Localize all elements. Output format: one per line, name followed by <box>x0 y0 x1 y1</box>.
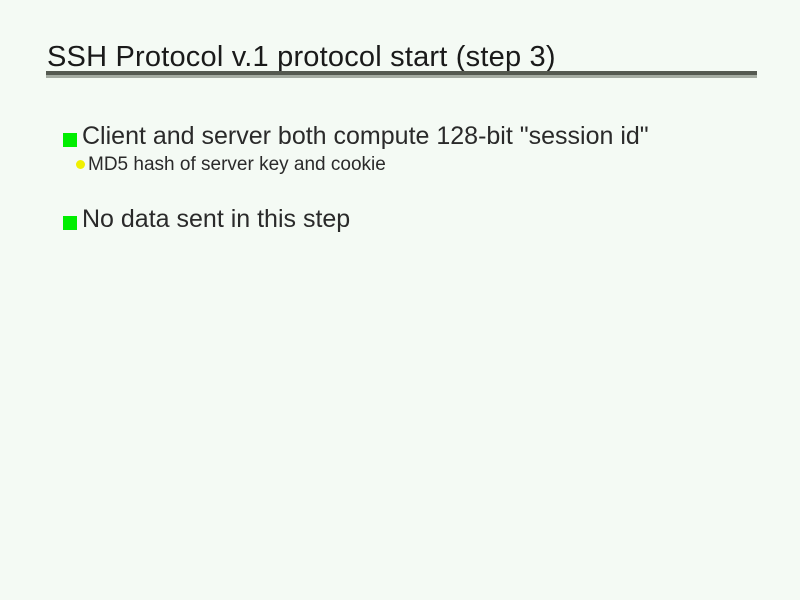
bullet-text: No data sent in this step <box>82 205 351 233</box>
bullet-item: No data sent in this step <box>63 207 350 232</box>
bullet-text: Client and server both compute 128-bit "… <box>82 122 649 150</box>
title-rule <box>46 71 757 78</box>
bullet-item: Client and server both compute 128-bit "… <box>63 124 649 149</box>
slide-title: SSH Protocol v.1 protocol start (step 3) <box>47 41 556 73</box>
green-square-bullet-icon <box>63 216 77 230</box>
yellow-circle-bullet-icon <box>76 160 85 169</box>
sub-bullet-text: MD5 hash of server key and cookie <box>88 154 386 175</box>
sub-bullet-item: MD5 hash of server key and cookie <box>76 155 386 174</box>
title-rule-light-line <box>46 75 757 78</box>
green-square-bullet-icon <box>63 133 77 147</box>
title-rule-dark-line <box>46 71 757 75</box>
